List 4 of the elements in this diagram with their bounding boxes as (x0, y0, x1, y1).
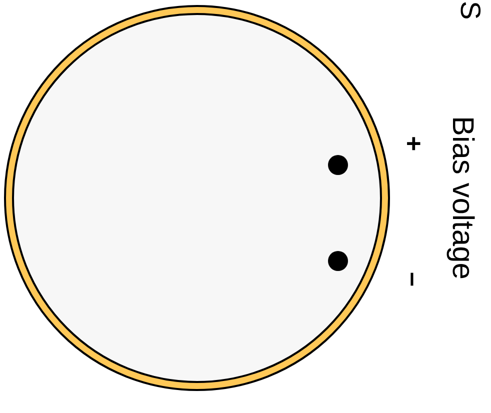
polarity-sign: – (401, 272, 427, 286)
axis-label: S (456, 1, 484, 20)
voltage-label: Bias voltage (447, 116, 477, 280)
polarity-sign: + (401, 136, 427, 152)
